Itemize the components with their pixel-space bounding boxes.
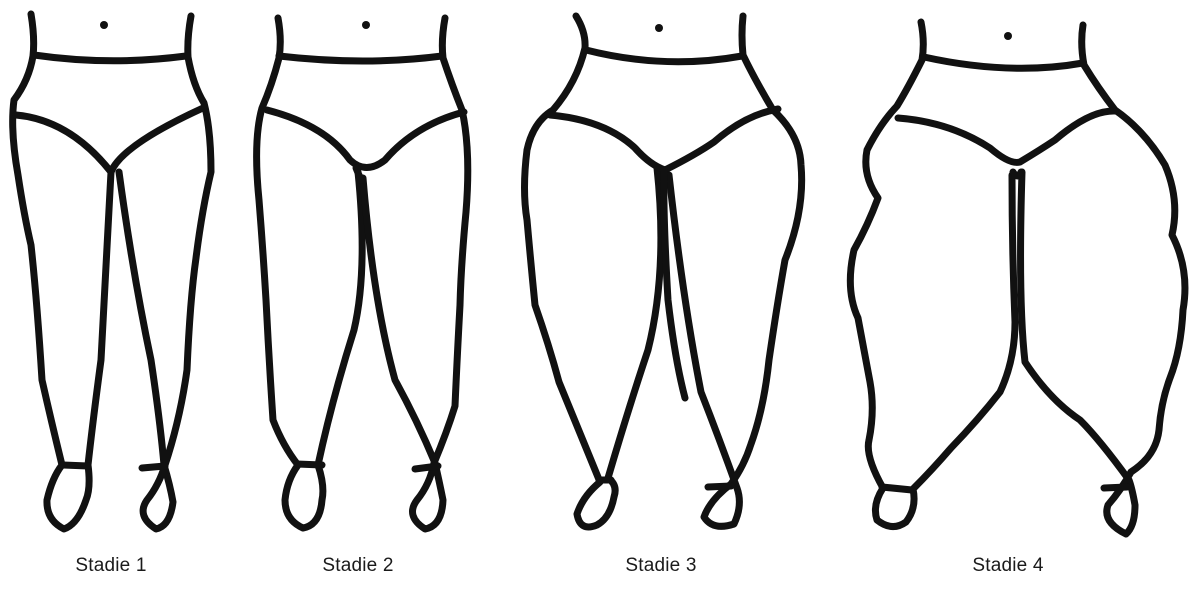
brief-line: [550, 109, 778, 170]
navel-mark: [100, 21, 108, 29]
stage-2-panel: Stadie 2: [245, 0, 485, 589]
stage-1-panel: Stadie 1: [0, 0, 240, 589]
navel-mark: [655, 24, 663, 32]
left-body-outline: [257, 18, 363, 528]
waistband: [586, 50, 742, 62]
stage-2-label: Stadie 2: [322, 555, 393, 577]
brief-line: [16, 108, 203, 172]
stage-4-illustration: [840, 0, 1191, 545]
stage-4-label: Stadie 4: [972, 555, 1043, 577]
right-ankle-line: [142, 466, 165, 468]
right-body-outline: [669, 16, 802, 526]
stage-3-panel: Stadie 3: [505, 0, 825, 589]
stage-3-label: Stadie 3: [625, 555, 696, 577]
stage-4-panel: Stadie 4: [840, 0, 1191, 589]
right-body-outline: [119, 16, 211, 529]
brief-line: [267, 110, 464, 168]
right-ankle-line: [708, 486, 731, 487]
waistband: [34, 55, 186, 61]
left-ankle-line: [882, 487, 912, 490]
stage-3-illustration: [505, 0, 825, 545]
stage-1-illustration: [0, 0, 240, 545]
left-ankle-line: [297, 464, 322, 465]
left-body-outline: [850, 22, 1015, 527]
right-body-outline: [1021, 25, 1185, 534]
waistband: [279, 56, 442, 61]
left-body-outline: [525, 16, 661, 527]
waistband: [924, 57, 1083, 68]
right-body-outline: [363, 18, 468, 529]
navel-mark: [362, 21, 370, 29]
crotch-mark: [1013, 172, 1021, 176]
navel-mark: [1004, 32, 1012, 40]
right-ankle-line: [1104, 487, 1127, 488]
left-body-outline: [13, 14, 111, 529]
stage-1-label: Stadie 1: [75, 555, 146, 577]
left-ankle-line: [63, 465, 88, 466]
stage-2-illustration: [245, 0, 485, 545]
brief-line: [898, 111, 1115, 162]
right-ankle-line: [415, 466, 438, 469]
